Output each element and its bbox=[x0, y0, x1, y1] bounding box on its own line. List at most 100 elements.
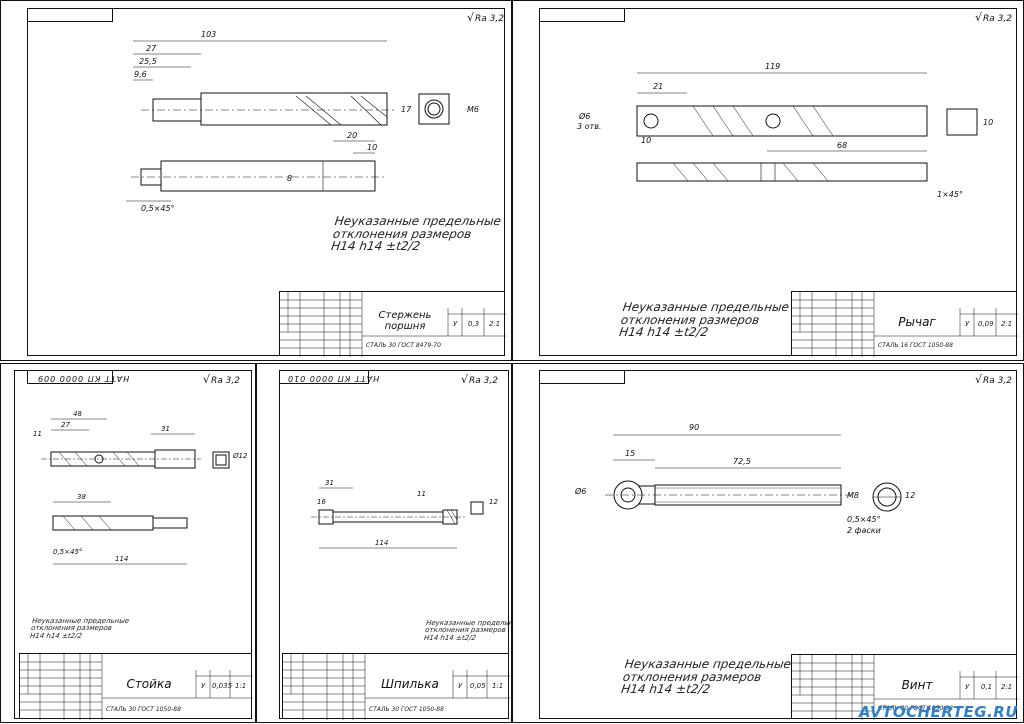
title-block: Стойка СТАЛЬ 30 ГОСТ 1050-88 У 0,035 1:1 bbox=[19, 653, 253, 720]
roughness-mark: √Ra 3,2 bbox=[467, 11, 504, 24]
part-drawing: 103 27 25,5 9,6 20 10 M6 17 0,5×45° 8 bbox=[126, 30, 479, 213]
sheet-frame bbox=[539, 370, 1017, 719]
dim-label: 1×45° bbox=[937, 190, 963, 199]
tolerance-note: Неуказанные предельные отклонения размер… bbox=[620, 657, 792, 697]
tolerance-note: Неуказанные предельные отклонения размер… bbox=[330, 214, 502, 254]
mass-value: 0,035 bbox=[212, 682, 233, 690]
part-name-line: поршня bbox=[384, 321, 426, 332]
scale-value: 1:1 bbox=[235, 682, 247, 690]
dim-label: 10 bbox=[983, 118, 993, 127]
site-watermark: AVTOCHERTEG.RU bbox=[858, 703, 1018, 721]
drawing-sheet-sterzhen: √Ra 3,2 103 27 25,5 9,6 20 10 M6 17 bbox=[0, 0, 512, 361]
title-block-grid bbox=[283, 654, 510, 720]
dim-label: 0,5×45° bbox=[847, 515, 881, 524]
litera-value: У bbox=[201, 682, 206, 690]
part-drawing: 48 27 31 11 38 0,5×45° 114 Ø12 bbox=[33, 410, 248, 565]
dim-label: 38 bbox=[77, 493, 86, 501]
sheet-top-stamp bbox=[539, 370, 625, 384]
dim-label: 12 bbox=[489, 498, 498, 506]
roughness-icon: √ bbox=[461, 373, 469, 386]
dim-label: 68 bbox=[837, 141, 847, 150]
mass-value: 0,09 bbox=[978, 320, 994, 328]
title-block-grid bbox=[792, 292, 1018, 357]
note-line: Неуказанные предельные bbox=[621, 300, 790, 314]
dim-label: 31 bbox=[161, 425, 170, 433]
mass-value: 0,05 bbox=[470, 682, 486, 690]
sheet-frame bbox=[27, 8, 505, 356]
roughness-value: Ra 3,2 bbox=[469, 376, 498, 386]
dim-label: 31 bbox=[325, 479, 334, 487]
litera-value: У bbox=[965, 683, 970, 691]
part-name-line: Винт bbox=[901, 678, 933, 692]
note-line: Неуказанные предельные bbox=[623, 657, 792, 671]
dim-label: 20 bbox=[347, 131, 357, 140]
dim-label: M8 bbox=[847, 491, 859, 500]
dim-label: 15 bbox=[625, 449, 635, 458]
part-drawing: 119 21 68 10 Ø6 3 отв. 1×45° 10 bbox=[577, 62, 993, 199]
dim-label: 103 bbox=[201, 30, 216, 39]
note-line: H14 h14 ±t2/2 bbox=[620, 682, 712, 697]
title-block-grid bbox=[280, 292, 506, 357]
dim-label: 9,6 bbox=[134, 70, 147, 79]
dim-label: 48 bbox=[73, 410, 82, 418]
dim-label: 114 bbox=[115, 555, 128, 563]
part-name: Стержень поршня bbox=[364, 310, 446, 332]
dim-label: 114 bbox=[375, 539, 388, 547]
scale-value: 2:1 bbox=[489, 320, 501, 328]
drawing-sheet-vint: √Ra 3,2 90 15 72,5 M8 0,5×45° 2 фаски Ø6… bbox=[512, 363, 1024, 723]
part-name: Шпилька bbox=[367, 677, 453, 691]
dim-label: 2 фаски bbox=[847, 526, 881, 535]
roughness-icon: √ bbox=[975, 11, 983, 24]
dim-label: 10 bbox=[367, 143, 377, 152]
material-spec: СТАЛЬ 16 ГОСТ 1050-88 bbox=[878, 342, 953, 349]
roughness-value: Ra 3,2 bbox=[211, 376, 240, 386]
mass-value: 0,1 bbox=[981, 683, 993, 691]
dim-label: 21 bbox=[653, 82, 663, 91]
material-spec: СТАЛЬ 30 ГОСТ 1050-88 bbox=[369, 706, 444, 713]
dim-label: 17 bbox=[401, 105, 412, 114]
sheet-frame bbox=[539, 8, 1017, 356]
part-name: Стойка bbox=[104, 677, 194, 691]
sheet-top-stamp bbox=[539, 8, 625, 22]
part-drawing: 90 15 72,5 M8 0,5×45° 2 фаски Ø6 12 bbox=[574, 423, 915, 535]
dim-label: 0,5×45° bbox=[141, 204, 175, 213]
note-line: H14 h14 ±t2/2 bbox=[618, 325, 710, 340]
note-line: H14 h14 ±t2/2 bbox=[330, 239, 422, 254]
dim-label: 27 bbox=[61, 421, 70, 429]
tolerance-note: Неуказанные предельные отклонения размер… bbox=[29, 617, 130, 640]
roughness-icon: √ bbox=[975, 373, 983, 386]
dim-label: 12 bbox=[905, 491, 915, 500]
dim-label: 90 bbox=[689, 423, 699, 432]
roughness-mark: √Ra 3,2 bbox=[461, 373, 498, 386]
title-block: Рычаг СТАЛЬ 16 ГОСТ 1050-88 У 0,09 2:1 bbox=[791, 291, 1018, 357]
sheet-top-stamp bbox=[27, 8, 113, 22]
title-block: Винт СТАЛЬ 30 ГОСТ 1050-88 У 0,1 2:1 bbox=[791, 654, 1018, 720]
roughness-mark: √Ra 3,2 bbox=[975, 373, 1012, 386]
note-line: H14 h14 ±t2/2 bbox=[423, 633, 477, 642]
title-block: Шпилька СТАЛЬ 30 ГОСТ 1050-88 У 0,05 1:1 bbox=[282, 653, 510, 720]
dim-label: Ø6 bbox=[578, 111, 590, 121]
scale-value: 2:1 bbox=[1001, 683, 1013, 691]
mass-value: 0,3 bbox=[468, 320, 480, 328]
roughness-value: Ra 3,2 bbox=[983, 14, 1012, 24]
note-line: H14 h14 ±t2/2 bbox=[29, 631, 83, 640]
tolerance-note: Неуказанные предельные отклонения размер… bbox=[618, 300, 790, 340]
sheet-top-stamp bbox=[279, 370, 369, 384]
roughness-value: Ra 3,2 bbox=[475, 14, 504, 24]
dim-label: 8 bbox=[287, 174, 292, 183]
scale-value: 2:1 bbox=[1001, 320, 1013, 328]
title-block-grid bbox=[20, 654, 253, 720]
dim-label: 10 bbox=[641, 136, 651, 145]
dim-label: 0,5×45° bbox=[53, 548, 82, 556]
roughness-value: Ra 3,2 bbox=[983, 376, 1012, 386]
note-line: Неуказанные предельные bbox=[333, 214, 502, 228]
dim-label: Ø6 bbox=[574, 486, 586, 496]
part-drawing: 31 16 11 114 12 bbox=[311, 479, 498, 549]
dim-label: 119 bbox=[765, 62, 780, 71]
tolerance-note: Неуказанные предельные отклонения размер… bbox=[423, 619, 524, 642]
material-spec: СТАЛЬ 30 ГОСТ 1050-88 bbox=[106, 706, 181, 713]
part-name-line: Рычаг bbox=[898, 315, 936, 329]
part-name-line: Стержень bbox=[378, 310, 432, 321]
dim-label: 11 bbox=[33, 430, 42, 438]
part-name: Рычаг bbox=[876, 315, 958, 329]
